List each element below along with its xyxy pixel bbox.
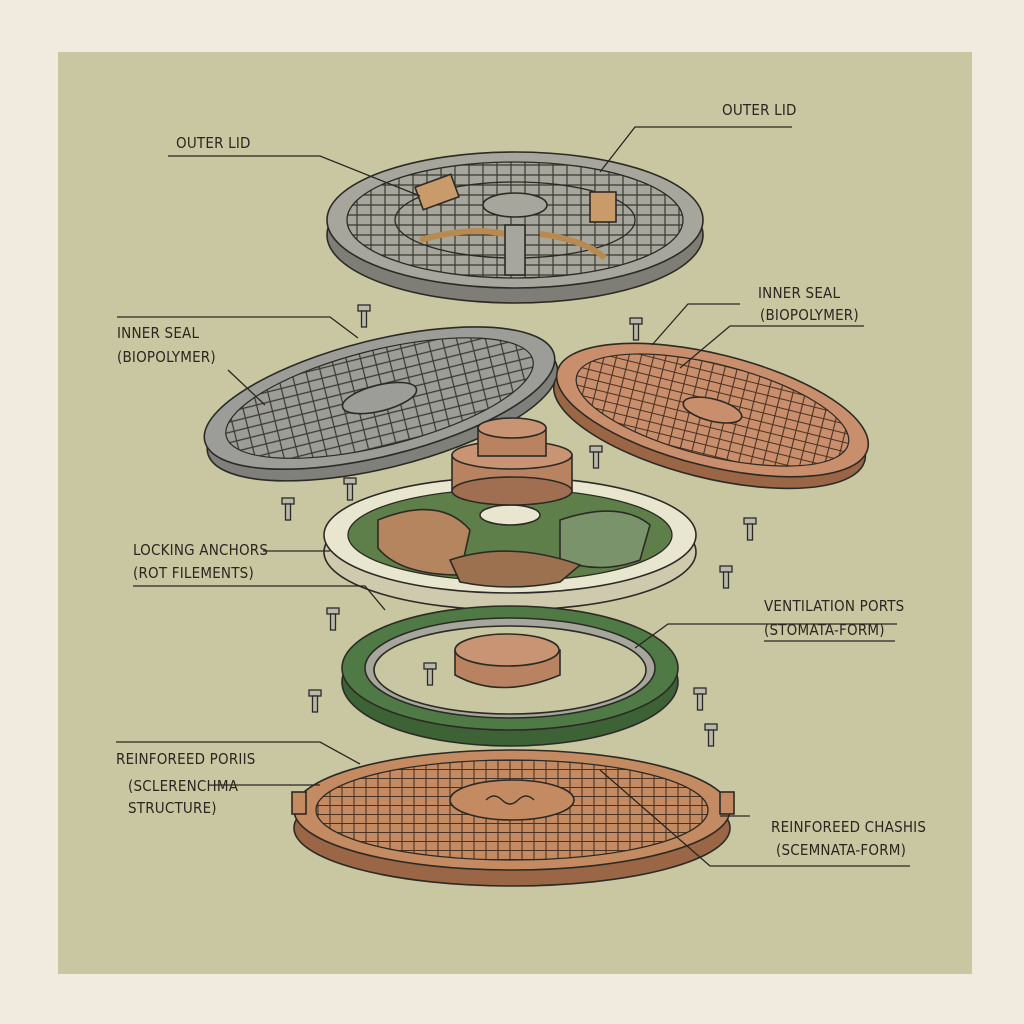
label-outer-lid-left: OUTER LID [176,134,251,152]
screw-icon [343,477,357,501]
screw-icon [629,317,643,341]
label-reinforced-ports: REINFOREED PORIIS [116,750,256,768]
label-reinforced-chassis: REINFOREED CHASHIS [771,818,926,836]
label-locking-anchors: LOCKING ANCHORS [133,541,268,559]
inner-seal-copper-part [552,342,870,490]
label-inner-seal-right-sub: (BIOPOLYMER) [760,306,859,324]
screw-icon [308,689,322,713]
screw-icon [743,517,757,541]
screw-fasteners [281,304,757,747]
label-ventilation-ports: VENTILATION PORTS [764,597,904,615]
callout-labels: OUTER LID OUTER LID INNER SEAL (BIOPOLYM… [116,101,926,859]
reinforced-chassis-part [291,749,735,887]
screw-icon [281,497,295,521]
outer-lid-part [326,151,704,304]
screw-icon [589,445,603,469]
label-reinforced-ports-sub: (SCLERENCHMA [128,777,239,795]
label-inner-seal-right: INNER SEAL [758,284,840,302]
screw-icon [704,723,718,747]
screw-icon [719,565,733,589]
label-inner-seal-left-sub: (BIOPOLYMER) [117,348,216,366]
screw-icon [357,304,371,328]
ventilation-ring-part [341,605,679,747]
screw-icon [693,687,707,711]
leader-lines [116,126,910,867]
locking-anchor-plate-part [323,417,697,611]
label-reinforced-ports-sub2: STRUCTURE) [128,799,217,817]
screw-icon [423,662,437,686]
screw-icon [326,607,340,631]
label-inner-seal-left: INNER SEAL [117,324,199,342]
inner-seal-grey-part [203,326,559,482]
label-reinforced-chassis-sub: (SCEMNATA-FORM) [776,841,906,859]
label-outer-lid-right: OUTER LID [722,101,797,119]
label-ventilation-ports-sub: (STOMATA-FORM) [764,621,885,639]
label-locking-anchors-sub: (ROT FILEMENTS) [133,564,254,582]
